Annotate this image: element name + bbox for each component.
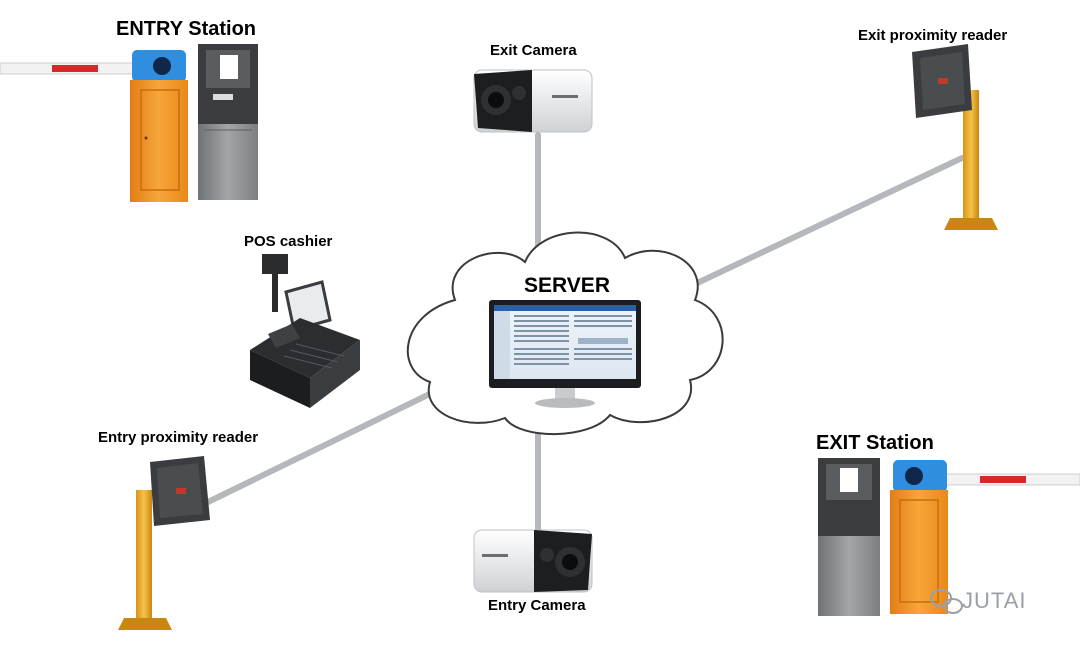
link-exit-reader [690,155,965,288]
entry-station-label: ENTRY Station [116,18,257,40]
pos-terminal-icon [250,254,360,408]
exit-station-label: EXIT Station [816,432,934,454]
exit-barrier-gate [890,460,1080,614]
pos-cashier-label: POS cashier [244,233,333,250]
entry-camera-label: Entry Camera [488,597,586,614]
exit-camera-label: Exit Camera [490,42,577,59]
network-links [205,132,965,535]
server-label: SERVER [524,274,610,297]
exit-camera-icon [473,69,593,133]
link-entry-reader [205,385,445,505]
exit-proximity-reader-icon [912,44,998,230]
computer-monitor-icon [489,300,641,408]
exit-ticket-kiosk [818,458,880,616]
entry-proximity-reader-label: Entry proximity reader [98,429,259,446]
entry-barrier-gate [0,50,188,202]
entry-camera-icon [473,529,593,593]
entry-proximity-reader-icon [118,456,210,630]
watermark-text: JUTAI [962,588,1027,613]
exit-proximity-reader-label: Exit proximity reader [858,27,1008,44]
entry-ticket-kiosk [198,44,258,200]
wechat-icon [930,589,963,614]
